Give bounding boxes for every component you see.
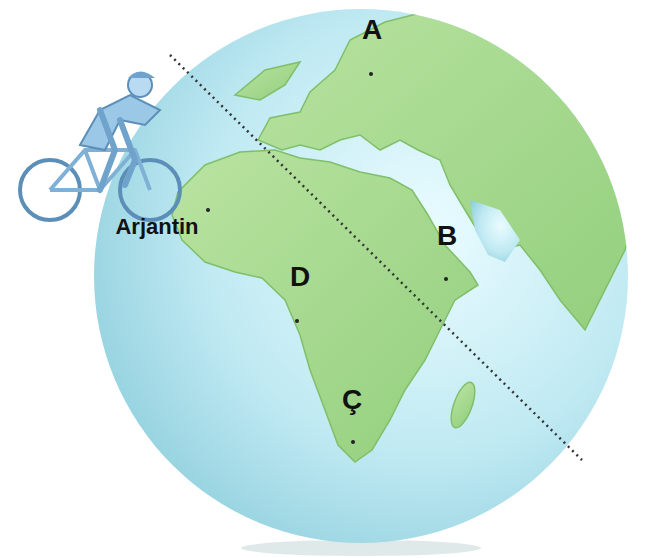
continents (172, 0, 640, 462)
point-dots (206, 72, 448, 444)
point-label: Arjantin (115, 216, 198, 238)
point-dot (351, 440, 355, 444)
madagascar (446, 379, 479, 430)
cyclist-icon (20, 72, 180, 221)
point-label: B (437, 222, 457, 250)
dotted-line (170, 55, 582, 460)
point-label: D (290, 263, 310, 291)
point-label: Ç (342, 386, 362, 414)
island (235, 62, 300, 100)
point-label: A (362, 16, 382, 44)
point-dot (369, 72, 373, 76)
point-dot (295, 319, 299, 323)
gulf (470, 200, 520, 262)
point-dot (206, 208, 210, 212)
point-dot (444, 277, 448, 281)
africa (172, 150, 478, 462)
